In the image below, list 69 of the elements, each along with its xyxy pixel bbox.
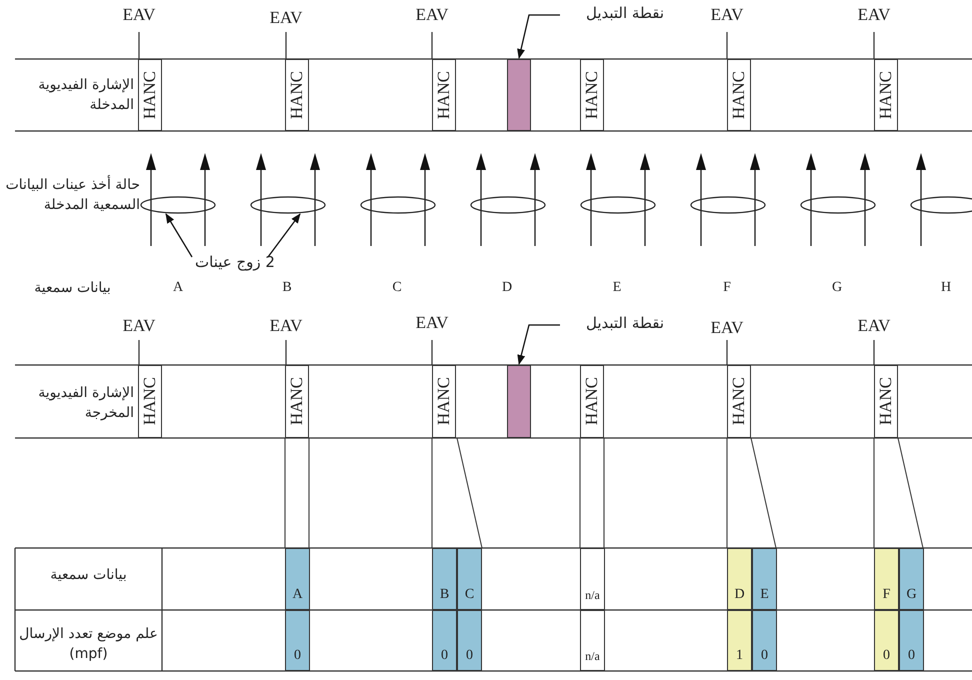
hanc-block: HANC — [285, 365, 309, 438]
sample-letter: C — [391, 280, 403, 296]
leader-arrow — [165, 213, 193, 258]
row-label: الإشارة الفيديوية المدخلة — [37, 76, 134, 115]
sample-pair-ring — [580, 196, 656, 214]
sample-letter: D — [500, 280, 514, 296]
sample-pair-ring — [470, 196, 546, 214]
hanc-block: HANC — [432, 59, 456, 131]
table-cell: 0 — [457, 610, 482, 671]
row-label: الإشارة الفيديوية المخرجة — [37, 384, 134, 423]
hanc-block: HANC — [285, 59, 309, 131]
table-cell: D — [727, 548, 752, 610]
leader-arrow — [267, 213, 301, 258]
callout-text: نقطة التبديل — [565, 314, 685, 336]
row-label: بيانات سمعية — [49, 566, 128, 585]
table-cell: B — [432, 548, 457, 610]
hanc-block: HANC — [138, 59, 162, 131]
sample-letter: E — [612, 280, 622, 296]
table-cell: F — [874, 548, 899, 610]
hanc-block: HANC — [432, 365, 456, 438]
table-cell: A — [285, 548, 310, 610]
table-cell: G — [899, 548, 924, 610]
table-cell: 0 — [752, 610, 777, 671]
signal-label: EAV — [122, 316, 156, 336]
sample-letter: A — [172, 280, 184, 296]
signal-label: EAV — [268, 8, 304, 28]
hanc-block: HANC — [727, 365, 751, 438]
hanc-block: HANC — [727, 59, 751, 131]
leader-arrow — [517, 324, 560, 365]
signal-label: EAV — [856, 316, 892, 336]
callout-text: 2 زوج عينات — [180, 253, 290, 277]
switch-point-block — [507, 365, 531, 438]
hanc-block: HANC — [874, 365, 898, 438]
hanc-block: HANC — [874, 59, 898, 131]
table-cell: 0 — [899, 610, 924, 671]
signal-label: EAV — [856, 5, 892, 25]
sample-pair-ring — [910, 196, 972, 214]
switch-point-block — [507, 59, 531, 131]
sample-pair-ring — [800, 196, 876, 214]
table-cell: 0 — [432, 610, 457, 671]
signal-label: EAV — [710, 318, 744, 338]
sample-letter: B — [281, 280, 293, 296]
callout-text: نقطة التبديل — [565, 4, 685, 26]
signal-label: EAV — [414, 5, 450, 25]
sample-pair-ring — [360, 196, 436, 214]
table-cell: 0 — [874, 610, 899, 671]
signal-label: EAV — [268, 316, 304, 336]
sample-pair-ring — [250, 196, 326, 214]
table-cell: C — [457, 548, 482, 610]
sample-letter: H — [940, 280, 952, 296]
row-label: حالة أخذ عينات البيانات السمعية المدخلة — [4, 174, 140, 215]
sample-letter: G — [830, 280, 844, 296]
sample-pair-ring — [140, 196, 216, 214]
sample-pair-ring — [690, 196, 766, 214]
table-cell: n/a — [580, 610, 605, 671]
signal-label: EAV — [710, 5, 744, 25]
signal-label: EAV — [122, 5, 156, 25]
table-cell: 0 — [285, 610, 310, 671]
row-label: علم موضع تعدد الإرسال (mpf) — [18, 625, 159, 664]
table-cell: n/a — [580, 548, 605, 610]
leader-arrow — [517, 14, 560, 59]
table-cell: 1 — [727, 610, 752, 671]
table-cell: E — [752, 548, 777, 610]
signal-label: EAV — [414, 313, 450, 333]
sample-letter: F — [722, 280, 732, 296]
hanc-block: HANC — [138, 365, 162, 438]
hanc-block: HANC — [580, 59, 604, 131]
row-label: بيانات سمعية — [33, 279, 112, 298]
hanc-block: HANC — [580, 365, 604, 438]
